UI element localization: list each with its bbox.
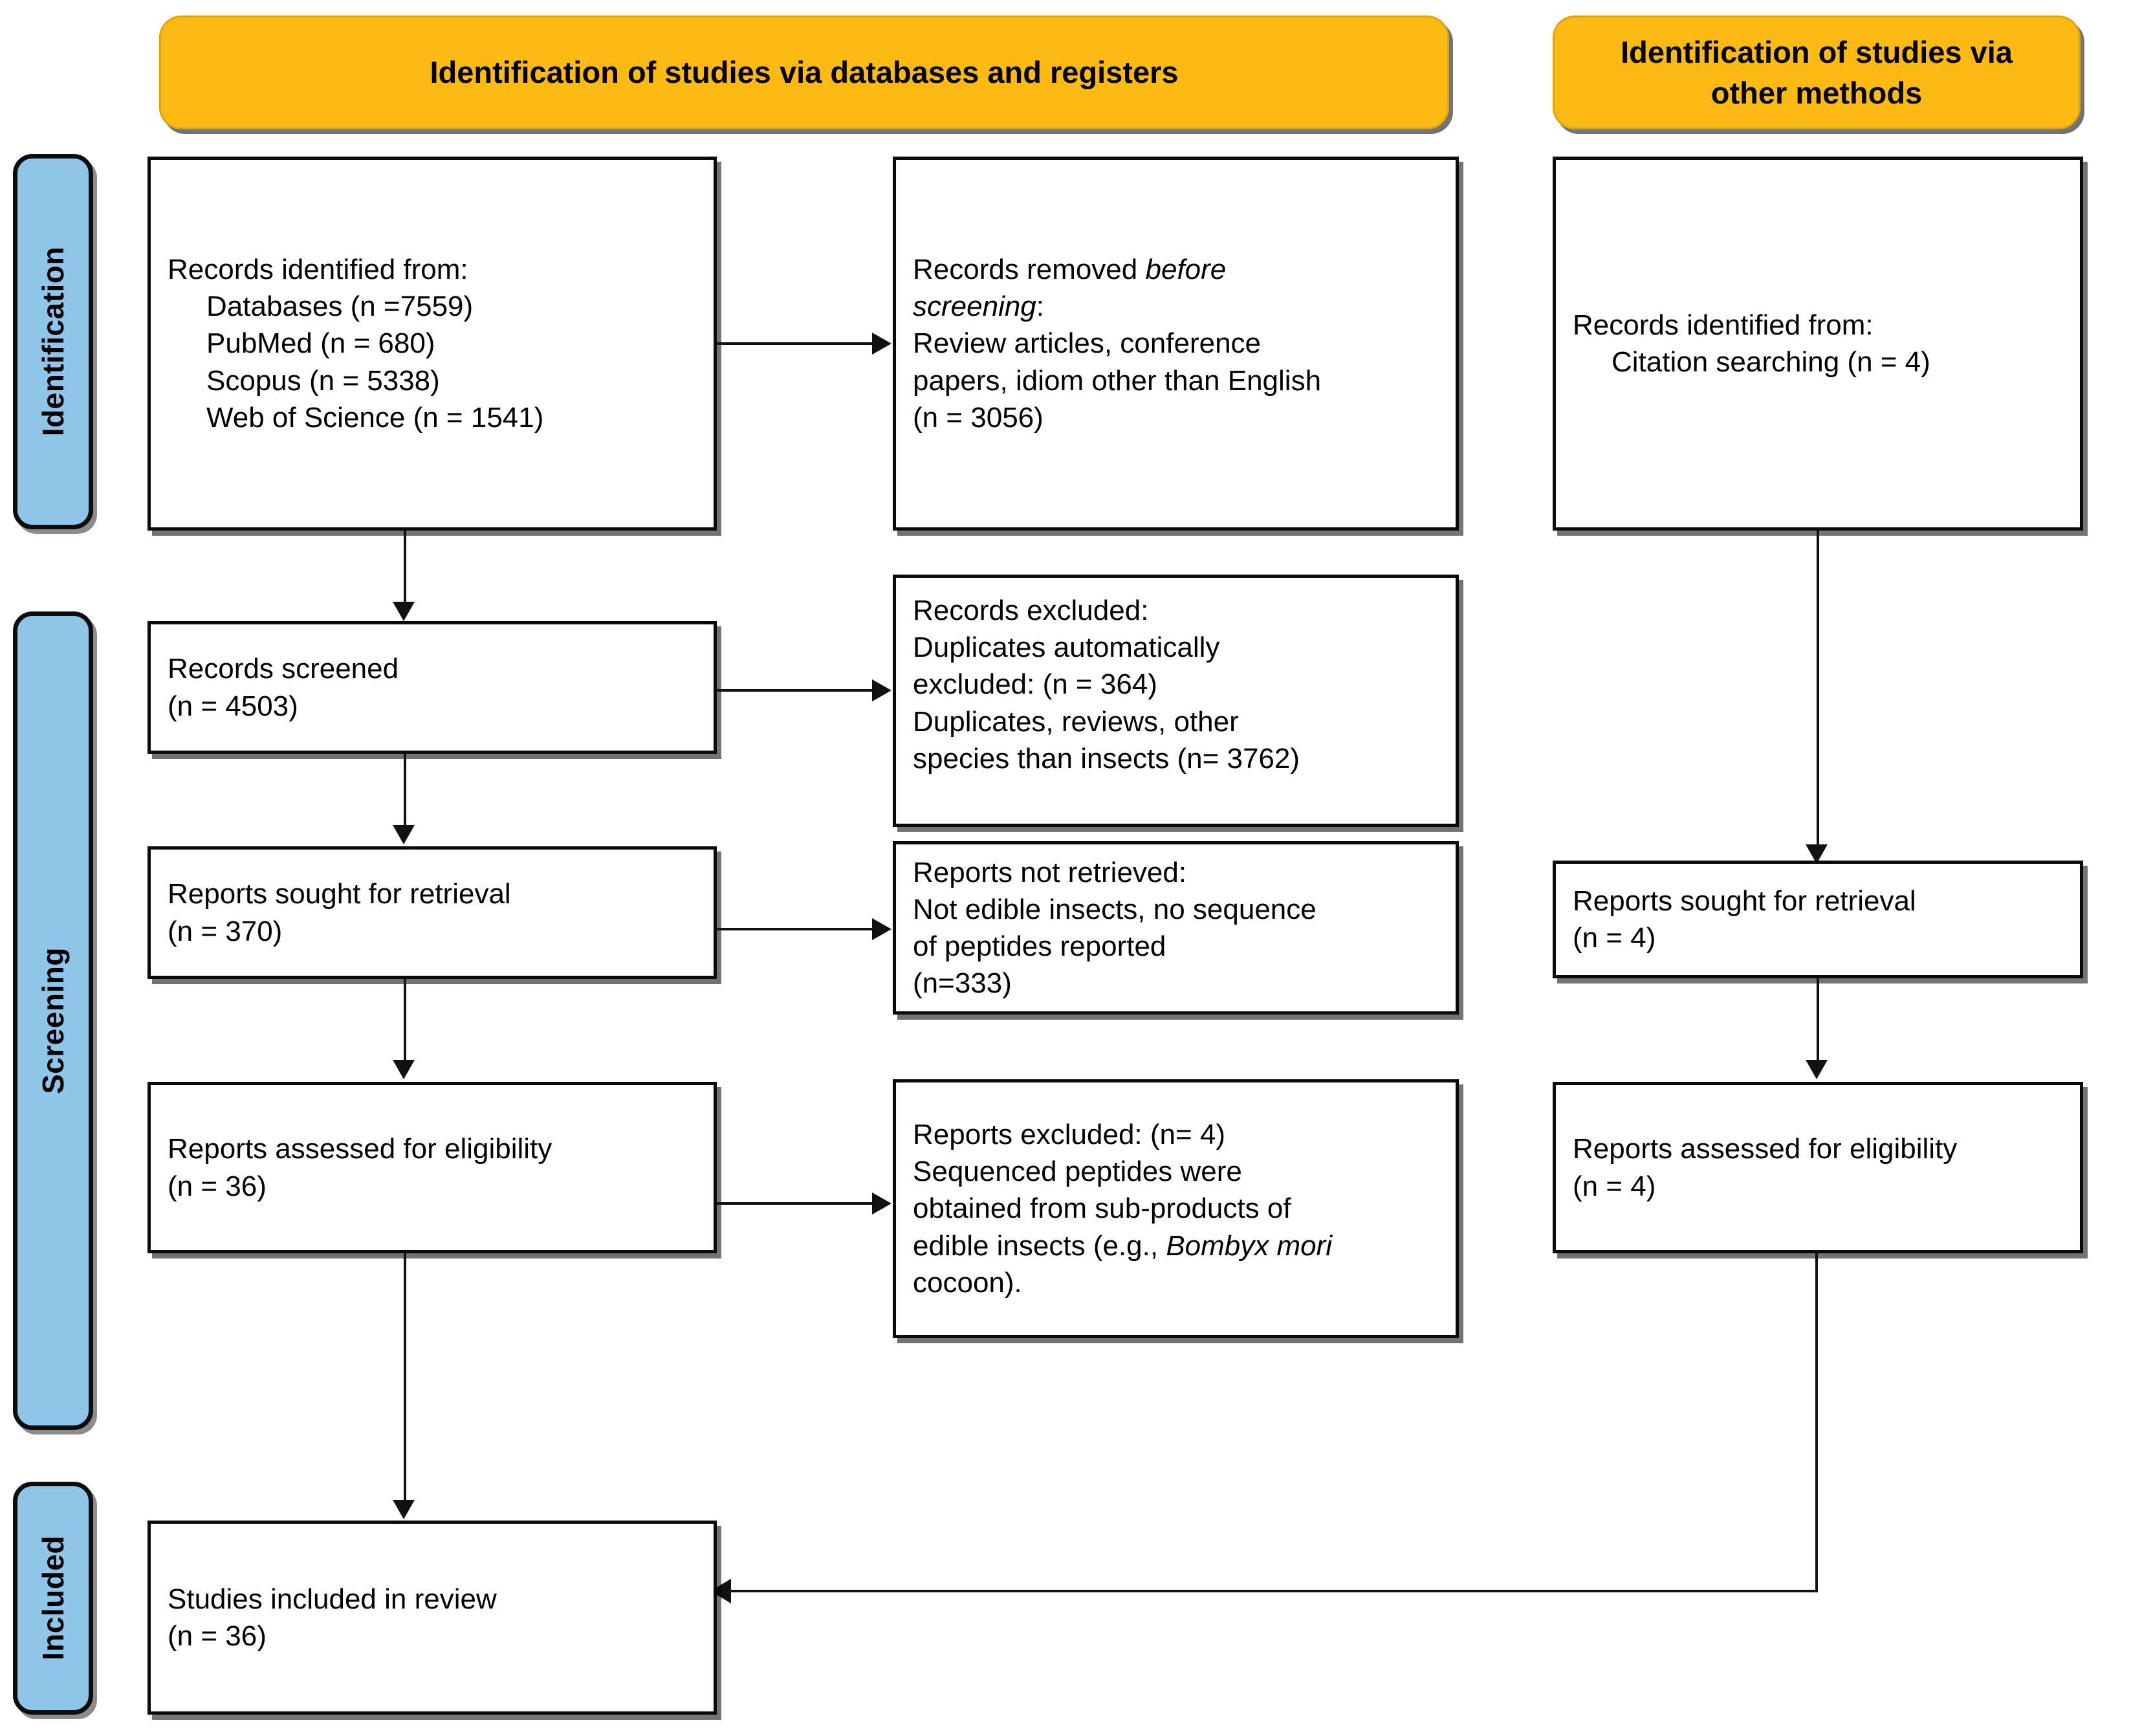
stage-label-screening: Screening bbox=[36, 947, 70, 1094]
records-removed-line2-post: : bbox=[1036, 291, 1045, 323]
arrowhead-sought-right-to-assessed-right bbox=[1806, 1060, 1828, 1079]
arrowhead-identified-to-screened bbox=[393, 602, 415, 621]
reports-not-retrieved-line4: (n=333) bbox=[913, 967, 1012, 1000]
box-studies-included: Studies included in review (n = 36) bbox=[148, 1521, 717, 1715]
records-removed-line1-italic: before bbox=[1145, 254, 1227, 286]
records-removed-line3: Review articles, conference bbox=[913, 327, 1262, 360]
box-reports-assessed-left: Reports assessed for eligibility (n = 36… bbox=[148, 1082, 717, 1253]
reports-assessed-left-line1: Reports assessed for eligibility bbox=[168, 1133, 552, 1165]
header-other-methods-line1: Identification of studies via bbox=[1621, 34, 2013, 69]
records-identified-item-3: Web of Science (n = 1541) bbox=[206, 401, 544, 434]
box-reports-excluded: Reports excluded: (n= 4) Sequenced pepti… bbox=[893, 1079, 1459, 1338]
records-identified-other-item-0: Citation searching (n = 4) bbox=[1612, 346, 1930, 378]
reports-not-retrieved-line1: Reports not retrieved: bbox=[913, 856, 1187, 888]
reports-excluded-line3: obtained from sub-products of bbox=[913, 1192, 1291, 1225]
box-records-removed: Records removed before screening: Review… bbox=[893, 157, 1459, 531]
records-removed-line1-pre: Records removed bbox=[913, 254, 1146, 286]
connector-right-elbow-vertical bbox=[1815, 1253, 1818, 1591]
records-identified-item-1: PubMed (n = 680) bbox=[206, 327, 435, 360]
box-records-identified: Records identified from: Databases (n =7… bbox=[148, 157, 717, 531]
studies-included-line2: (n = 36) bbox=[168, 1620, 267, 1652]
records-identified-other-title: Records identified from: bbox=[1573, 309, 1874, 341]
arrowhead-screened-to-excluded bbox=[872, 679, 891, 701]
records-removed-line5: (n = 3056) bbox=[913, 401, 1044, 434]
box-reports-assessed-right: Reports assessed for eligibility (n = 4) bbox=[1553, 1082, 2083, 1253]
header-databases-label: Identification of studies via databases … bbox=[430, 55, 1179, 90]
stage-bar-screening: Screening bbox=[13, 611, 93, 1430]
arrowhead-sought-to-not-retrieved bbox=[872, 918, 891, 940]
reports-not-retrieved-line3: of peptides reported bbox=[913, 930, 1166, 962]
records-excluded-line3: excluded: (n = 364) bbox=[913, 668, 1157, 701]
connector-identified-to-removed bbox=[717, 342, 872, 345]
arrowhead-assessed-to-excluded bbox=[872, 1192, 891, 1214]
records-removed-line4: papers, idiom other than English bbox=[913, 364, 1322, 397]
reports-excluded-species-italic: Bombyx mori bbox=[1166, 1229, 1333, 1262]
connector-right-elbow-horizontal bbox=[731, 1590, 1818, 1592]
connector-sought-to-assessed bbox=[404, 979, 406, 1063]
reports-assessed-right-line1: Reports assessed for eligibility bbox=[1573, 1133, 1958, 1165]
reports-not-retrieved-line2: Not edible insects, no sequence bbox=[913, 893, 1317, 925]
stage-label-included: Included bbox=[36, 1535, 70, 1661]
connector-assessed-to-excluded bbox=[717, 1202, 872, 1205]
reports-sought-left-line2: (n = 370) bbox=[168, 915, 283, 947]
stage-bar-identification: Identification bbox=[13, 154, 93, 529]
records-removed-line2-italic: screening bbox=[913, 291, 1036, 323]
arrowhead-screened-to-sought bbox=[393, 825, 415, 844]
box-records-excluded: Records excluded: Duplicates automatical… bbox=[893, 575, 1459, 827]
records-identified-item-2: Scopus (n = 5338) bbox=[206, 364, 440, 397]
header-other-methods: Identification of studies via other meth… bbox=[1553, 16, 2081, 129]
reports-excluded-line5: cocoon). bbox=[913, 1266, 1022, 1299]
connector-screened-to-sought bbox=[404, 754, 406, 828]
studies-included-line1: Studies included in review bbox=[168, 1583, 497, 1615]
arrowhead-sought-to-assessed bbox=[393, 1060, 415, 1079]
connector-sought-to-not-retrieved bbox=[717, 928, 872, 930]
box-records-identified-other: Records identified from: Citation search… bbox=[1553, 157, 2083, 531]
connector-screened-to-excluded bbox=[717, 689, 872, 692]
reports-assessed-left-line2: (n = 36) bbox=[168, 1170, 267, 1202]
records-excluded-line5: species than insects (n= 3762) bbox=[913, 742, 1300, 775]
reports-sought-left-line1: Reports sought for retrieval bbox=[168, 878, 511, 910]
stage-bar-included: Included bbox=[13, 1482, 93, 1715]
header-databases-registers: Identification of studies via databases … bbox=[159, 16, 1449, 129]
box-records-screened: Records screened (n = 4503) bbox=[148, 621, 717, 754]
reports-excluded-line1: Reports excluded: (n= 4) bbox=[913, 1119, 1226, 1151]
records-identified-title: Records identified from: bbox=[168, 254, 468, 286]
box-reports-sought-left: Reports sought for retrieval (n = 370) bbox=[148, 846, 717, 979]
reports-excluded-line2: Sequenced peptides were bbox=[913, 1156, 1242, 1188]
arrowhead-assessed-to-included bbox=[393, 1500, 415, 1519]
arrowhead-identified-to-removed bbox=[872, 333, 891, 355]
box-reports-not-retrieved: Reports not retrieved: Not edible insect… bbox=[893, 841, 1459, 1015]
records-screened-line2: (n = 4503) bbox=[168, 690, 298, 722]
box-reports-sought-right: Reports sought for retrieval (n = 4) bbox=[1553, 861, 2083, 978]
records-screened-line1: Records screened bbox=[168, 653, 399, 685]
reports-sought-right-line2: (n = 4) bbox=[1573, 922, 1656, 954]
connector-assessed-to-included bbox=[404, 1253, 406, 1502]
connector-other-to-sought-right bbox=[1817, 531, 1819, 848]
connector-sought-right-to-assessed-right bbox=[1817, 978, 1819, 1064]
records-identified-item-0: Databases (n =7559) bbox=[206, 291, 474, 323]
header-other-methods-line2: other methods bbox=[1710, 76, 1923, 110]
records-excluded-line2: Duplicates automatically bbox=[913, 632, 1220, 664]
stage-label-identification: Identification bbox=[36, 247, 70, 437]
reports-sought-right-line1: Reports sought for retrieval bbox=[1573, 884, 1916, 917]
reports-assessed-right-line2: (n = 4) bbox=[1573, 1170, 1656, 1202]
connector-identified-to-screened bbox=[404, 531, 406, 605]
records-excluded-line1: Records excluded: bbox=[913, 595, 1149, 626]
records-excluded-line4: Duplicates, reviews, other bbox=[913, 705, 1239, 738]
reports-excluded-line4-pre: edible insects (e.g., bbox=[913, 1229, 1166, 1262]
